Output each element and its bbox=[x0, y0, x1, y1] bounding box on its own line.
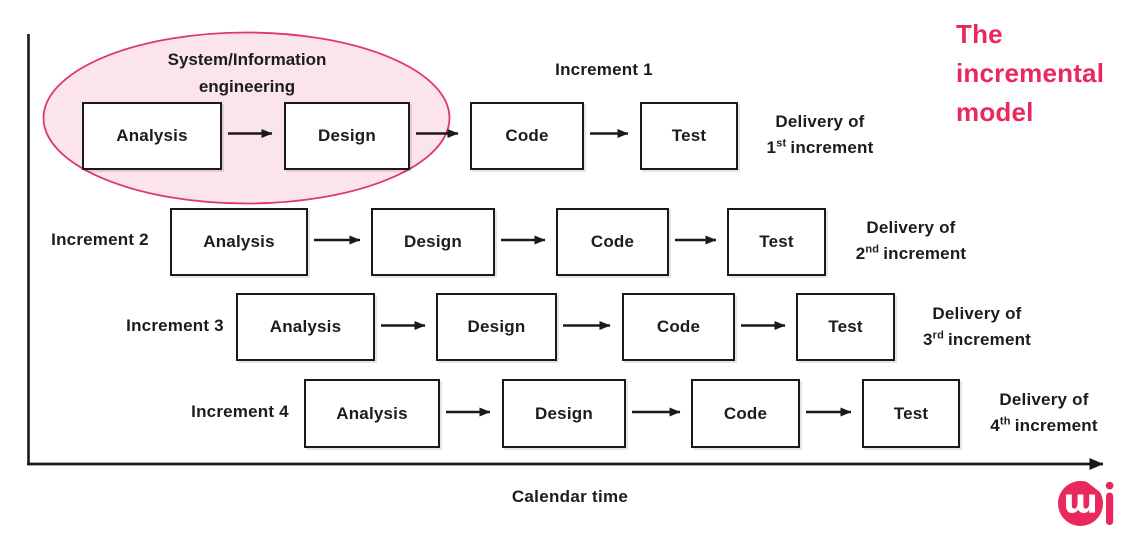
stage-box-code-row2: Code bbox=[556, 208, 669, 276]
delivery-word: increment bbox=[790, 138, 874, 157]
x-axis-label: Calendar time bbox=[511, 487, 629, 506]
increment-1-label: Increment 1 bbox=[555, 60, 653, 79]
ordinal-suffix: st bbox=[776, 137, 787, 150]
stage-box-analysis-row2: Analysis bbox=[170, 208, 308, 276]
stage-box-design-row2: Design bbox=[371, 208, 495, 276]
ordinal: 1 bbox=[766, 138, 777, 157]
logo-i-stem bbox=[1106, 492, 1114, 525]
delivery-word: increment bbox=[1014, 416, 1098, 435]
delivery-line1: Delivery of bbox=[932, 304, 1022, 323]
system-engineering-label: System/Information engineering bbox=[167, 50, 327, 96]
increment-2-label: Increment 2 bbox=[51, 230, 149, 249]
delivery-line1: Delivery of bbox=[775, 112, 865, 131]
increment-4-label: Increment 4 bbox=[191, 402, 289, 421]
stage-box-code-row4: Code bbox=[691, 379, 800, 448]
delivery-line2: 3rd increment bbox=[923, 327, 1031, 353]
stage-box-test-row1: Test bbox=[640, 102, 738, 170]
stage-box-analysis-row3: Analysis bbox=[236, 293, 375, 361]
stage-box-code-row1: Code bbox=[470, 102, 584, 170]
ordinal-suffix: rd bbox=[932, 329, 944, 342]
stage-box-analysis-row4: Analysis bbox=[304, 379, 440, 448]
delivery-line1: Delivery of bbox=[866, 218, 956, 237]
stage-box-code-row3: Code bbox=[622, 293, 735, 361]
increment-3-label: Increment 3 bbox=[126, 316, 224, 335]
brand-logo: m bbox=[1058, 475, 1114, 526]
delivery-word: increment bbox=[883, 244, 967, 263]
stage-box-design-row4: Design bbox=[502, 379, 626, 448]
logo-letter-i bbox=[1105, 481, 1114, 525]
logo-circle bbox=[1058, 481, 1103, 526]
ordinal-suffix: th bbox=[999, 415, 1011, 428]
stage-box-test-row3: Test bbox=[796, 293, 895, 361]
ordinal: 4 bbox=[990, 416, 1000, 435]
stage-box-test-row4: Test bbox=[862, 379, 960, 448]
stage-box-design-row1: Design bbox=[284, 102, 410, 170]
ordinal: 3 bbox=[922, 330, 933, 349]
delivery-word: increment bbox=[948, 330, 1032, 349]
page-title: The incremental model bbox=[956, 19, 1105, 127]
stage-box-design-row3: Design bbox=[436, 293, 557, 361]
logo-i-dot bbox=[1105, 481, 1114, 490]
stage-box-analysis-row1: Analysis bbox=[82, 102, 222, 170]
ordinal: 2 bbox=[855, 244, 866, 263]
ordinal-suffix: nd bbox=[865, 243, 880, 256]
stage-box-test-row2: Test bbox=[727, 208, 826, 276]
delivery-label-3: Delivery of 3rd increment bbox=[923, 301, 1031, 353]
logo-letter-m: m bbox=[1063, 487, 1097, 526]
logo-notch bbox=[1086, 475, 1107, 494]
delivery-line1: Delivery of bbox=[999, 390, 1089, 409]
